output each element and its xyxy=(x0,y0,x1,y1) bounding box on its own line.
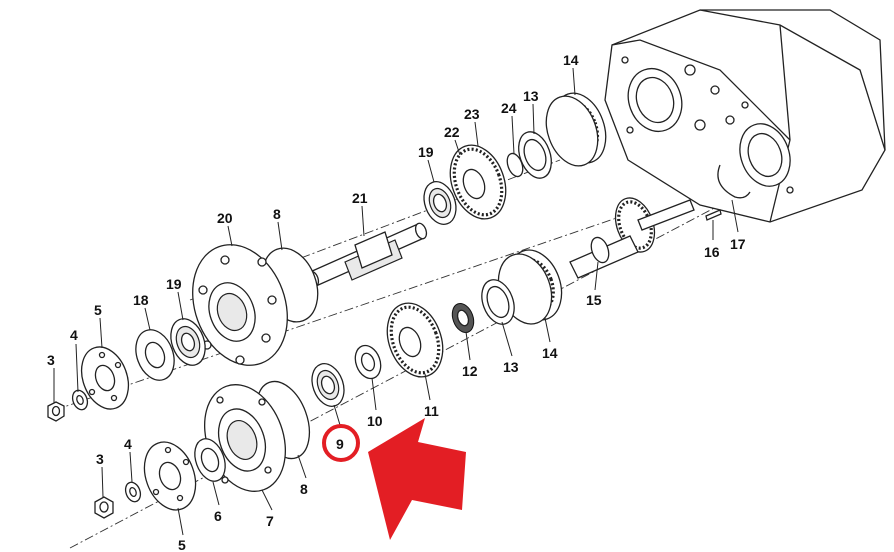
part-24-snap-ring xyxy=(506,152,524,178)
highlight-arrow xyxy=(368,418,466,540)
label-20: 20 xyxy=(217,210,233,226)
label-14-lower: 14 xyxy=(542,345,558,361)
label-19-lower: 19 xyxy=(166,276,182,292)
label-24: 24 xyxy=(501,100,517,116)
label-6: 6 xyxy=(214,508,222,524)
highlight-circle xyxy=(322,424,360,462)
part-16-pin xyxy=(705,209,722,221)
part-12-needle-bearing xyxy=(451,302,475,334)
part-19-upper-bearing xyxy=(423,181,457,225)
part-23-gear xyxy=(449,144,507,220)
label-5-upper: 5 xyxy=(94,302,102,318)
label-13-upper: 13 xyxy=(523,88,539,104)
part-labels: 3 4 5 18 19 20 8 21 19 22 23 24 13 14 16… xyxy=(47,52,746,552)
label-16: 16 xyxy=(704,244,720,260)
label-17: 17 xyxy=(730,236,746,252)
label-21: 21 xyxy=(352,190,368,206)
part-6-seal xyxy=(194,438,226,482)
label-5-lower: 5 xyxy=(178,537,186,552)
label-8-upper: 8 xyxy=(273,206,281,222)
part-10-thrust-washer xyxy=(354,344,382,380)
label-13-lower: 13 xyxy=(503,359,519,375)
label-9: 9 xyxy=(336,436,344,452)
label-3-lower: 3 xyxy=(96,451,104,467)
part-3-lower-nut xyxy=(94,496,114,519)
transfer-case-housing xyxy=(604,9,886,223)
part-3-upper-nut xyxy=(47,401,65,422)
part-9-bearing xyxy=(311,363,345,407)
leader-lines xyxy=(53,67,739,536)
part-21-input-shaft xyxy=(306,222,428,288)
part-19-lower-bearing xyxy=(170,318,206,366)
label-4-upper: 4 xyxy=(70,327,78,343)
label-8-lower: 8 xyxy=(300,481,308,497)
highlight-marker xyxy=(322,418,466,540)
part-5-upper-yoke xyxy=(80,346,130,410)
label-19-upper: 19 xyxy=(418,144,434,160)
label-14-upper: 14 xyxy=(563,52,579,68)
part-4-lower-washer xyxy=(124,481,142,503)
part-20-bearing-cover xyxy=(192,244,288,366)
label-11: 11 xyxy=(424,403,439,419)
label-23: 23 xyxy=(464,106,480,122)
part-13-upper-ring xyxy=(518,131,552,179)
part-15-output-shaft xyxy=(569,197,695,279)
label-12: 12 xyxy=(462,363,478,379)
label-22: 22 xyxy=(444,124,460,140)
label-15: 15 xyxy=(586,292,602,308)
part-14-upper-sleeve xyxy=(545,92,607,167)
part-11-gear xyxy=(386,302,444,378)
part-4-upper-washer xyxy=(71,389,89,411)
label-7: 7 xyxy=(266,513,274,529)
part-13-lower-ring xyxy=(481,279,515,325)
part-18-seal xyxy=(135,329,175,381)
label-4-lower: 4 xyxy=(124,436,132,452)
label-18: 18 xyxy=(133,292,149,308)
label-3-upper: 3 xyxy=(47,352,55,368)
label-10: 10 xyxy=(367,413,383,429)
part-5-lower-yoke xyxy=(143,441,197,511)
